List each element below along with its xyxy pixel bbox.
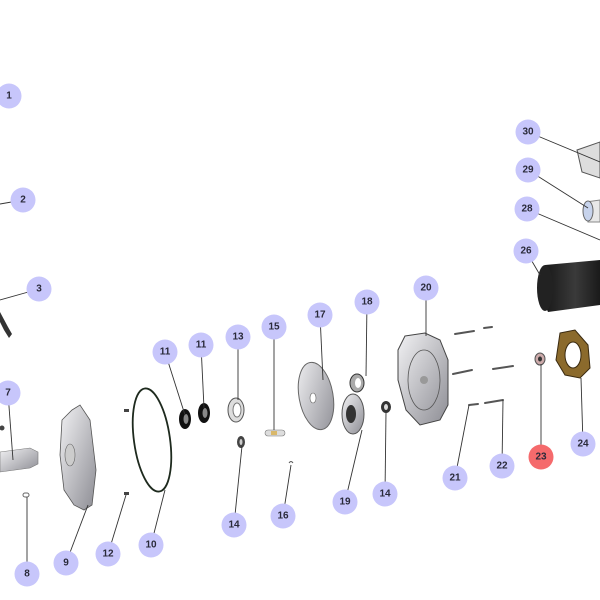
callout-label: 15 [268, 322, 280, 333]
callout-circle [221, 512, 247, 538]
part-gasket [131, 387, 173, 493]
callout-label: 13 [232, 332, 244, 343]
leader-line-30 [527, 131, 600, 163]
callout-circle [225, 324, 251, 350]
callout-14[interactable]: 14 [372, 481, 398, 507]
callout-8[interactable]: 8 [14, 561, 40, 587]
callout-label: 20 [420, 283, 432, 294]
callout-circle [152, 339, 178, 365]
callout-18[interactable]: 18 [354, 289, 380, 315]
callout-circle [515, 119, 541, 145]
callout-label: 24 [577, 439, 589, 450]
callout-1[interactable]: 1 [0, 83, 22, 109]
callout-circle [53, 550, 79, 576]
part-plug [0, 312, 12, 338]
part-flange [59, 404, 97, 511]
callout-label: 23 [535, 452, 547, 463]
callout-label: 21 [449, 473, 461, 484]
callout-circle [0, 83, 22, 109]
callout-30[interactable]: 30 [515, 119, 541, 145]
leader-lines [0, 131, 600, 574]
callout-circle [10, 187, 36, 213]
callout-19[interactable]: 19 [332, 489, 358, 515]
callout-label: 26 [520, 246, 532, 257]
callout-circle [489, 453, 515, 479]
callout-label: 7 [5, 388, 11, 399]
callout-circle [515, 157, 541, 183]
callout-2[interactable]: 2 [10, 187, 36, 213]
callout-3[interactable]: 3 [26, 276, 52, 302]
callout-14[interactable]: 14 [221, 512, 247, 538]
leader-line-28 [526, 208, 600, 241]
callout-15[interactable]: 15 [261, 314, 287, 340]
callout-label: 30 [522, 127, 534, 138]
callout-label: 16 [277, 511, 289, 522]
callout-label: 29 [522, 165, 534, 176]
callout-29[interactable]: 29 [515, 157, 541, 183]
callout-7[interactable]: 7 [0, 380, 21, 406]
callout-circle [513, 238, 539, 264]
callout-label: 14 [228, 520, 240, 531]
callout-17[interactable]: 17 [307, 302, 333, 328]
callout-circle [188, 332, 214, 358]
callout-label: 14 [379, 489, 391, 500]
callout-circle [0, 380, 21, 406]
callout-16[interactable]: 16 [270, 503, 296, 529]
callout-circle [332, 489, 358, 515]
callout-label: 17 [314, 310, 326, 321]
callout-label: 9 [63, 558, 69, 569]
callout-circle [14, 561, 40, 587]
callouts-layer: 1237891011111213141516171819142021222324… [0, 83, 596, 587]
callout-circle [95, 541, 121, 567]
callout-label: 10 [145, 540, 157, 551]
callout-20[interactable]: 20 [413, 275, 439, 301]
callout-circle [372, 481, 398, 507]
callout-label: 1 [6, 91, 12, 102]
leader-line-14 [384, 411, 387, 495]
callout-circle [442, 465, 468, 491]
callout-11[interactable]: 11 [152, 339, 178, 365]
callout-label: 22 [496, 461, 508, 472]
part-pin-8 [22, 492, 30, 498]
callout-circle [270, 503, 296, 529]
callout-label: 8 [24, 569, 30, 580]
callout-circle [138, 532, 164, 558]
callout-label: 19 [339, 497, 351, 508]
callout-22[interactable]: 22 [489, 453, 515, 479]
callout-13[interactable]: 13 [225, 324, 251, 350]
callout-circle [413, 275, 439, 301]
leader-line-14 [233, 445, 243, 526]
callout-label: 11 [160, 347, 171, 358]
callout-label: 28 [521, 204, 533, 215]
part-shaft [0, 425, 39, 473]
callout-label: 2 [20, 195, 26, 206]
parts-layer [0, 141, 600, 511]
callout-label: 18 [361, 297, 373, 308]
callout-circle [261, 314, 287, 340]
callout-circle [528, 444, 554, 470]
callout-9[interactable]: 9 [53, 550, 79, 576]
part-motor [538, 260, 600, 312]
callout-24[interactable]: 24 [570, 431, 596, 457]
callout-circle [354, 289, 380, 315]
callout-10[interactable]: 10 [138, 532, 164, 558]
callout-21[interactable]: 21 [442, 465, 468, 491]
callout-circle [307, 302, 333, 328]
callout-23[interactable]: 23 [528, 444, 554, 470]
callout-label: 11 [196, 340, 207, 351]
callout-11[interactable]: 11 [188, 332, 214, 358]
callout-28[interactable]: 28 [514, 196, 540, 222]
callout-circle [514, 196, 540, 222]
callout-12[interactable]: 12 [95, 541, 121, 567]
callout-label: 12 [102, 549, 114, 560]
callout-label: 3 [36, 284, 42, 295]
callout-circle [26, 276, 52, 302]
callout-26[interactable]: 26 [513, 238, 539, 264]
callout-circle [570, 431, 596, 457]
